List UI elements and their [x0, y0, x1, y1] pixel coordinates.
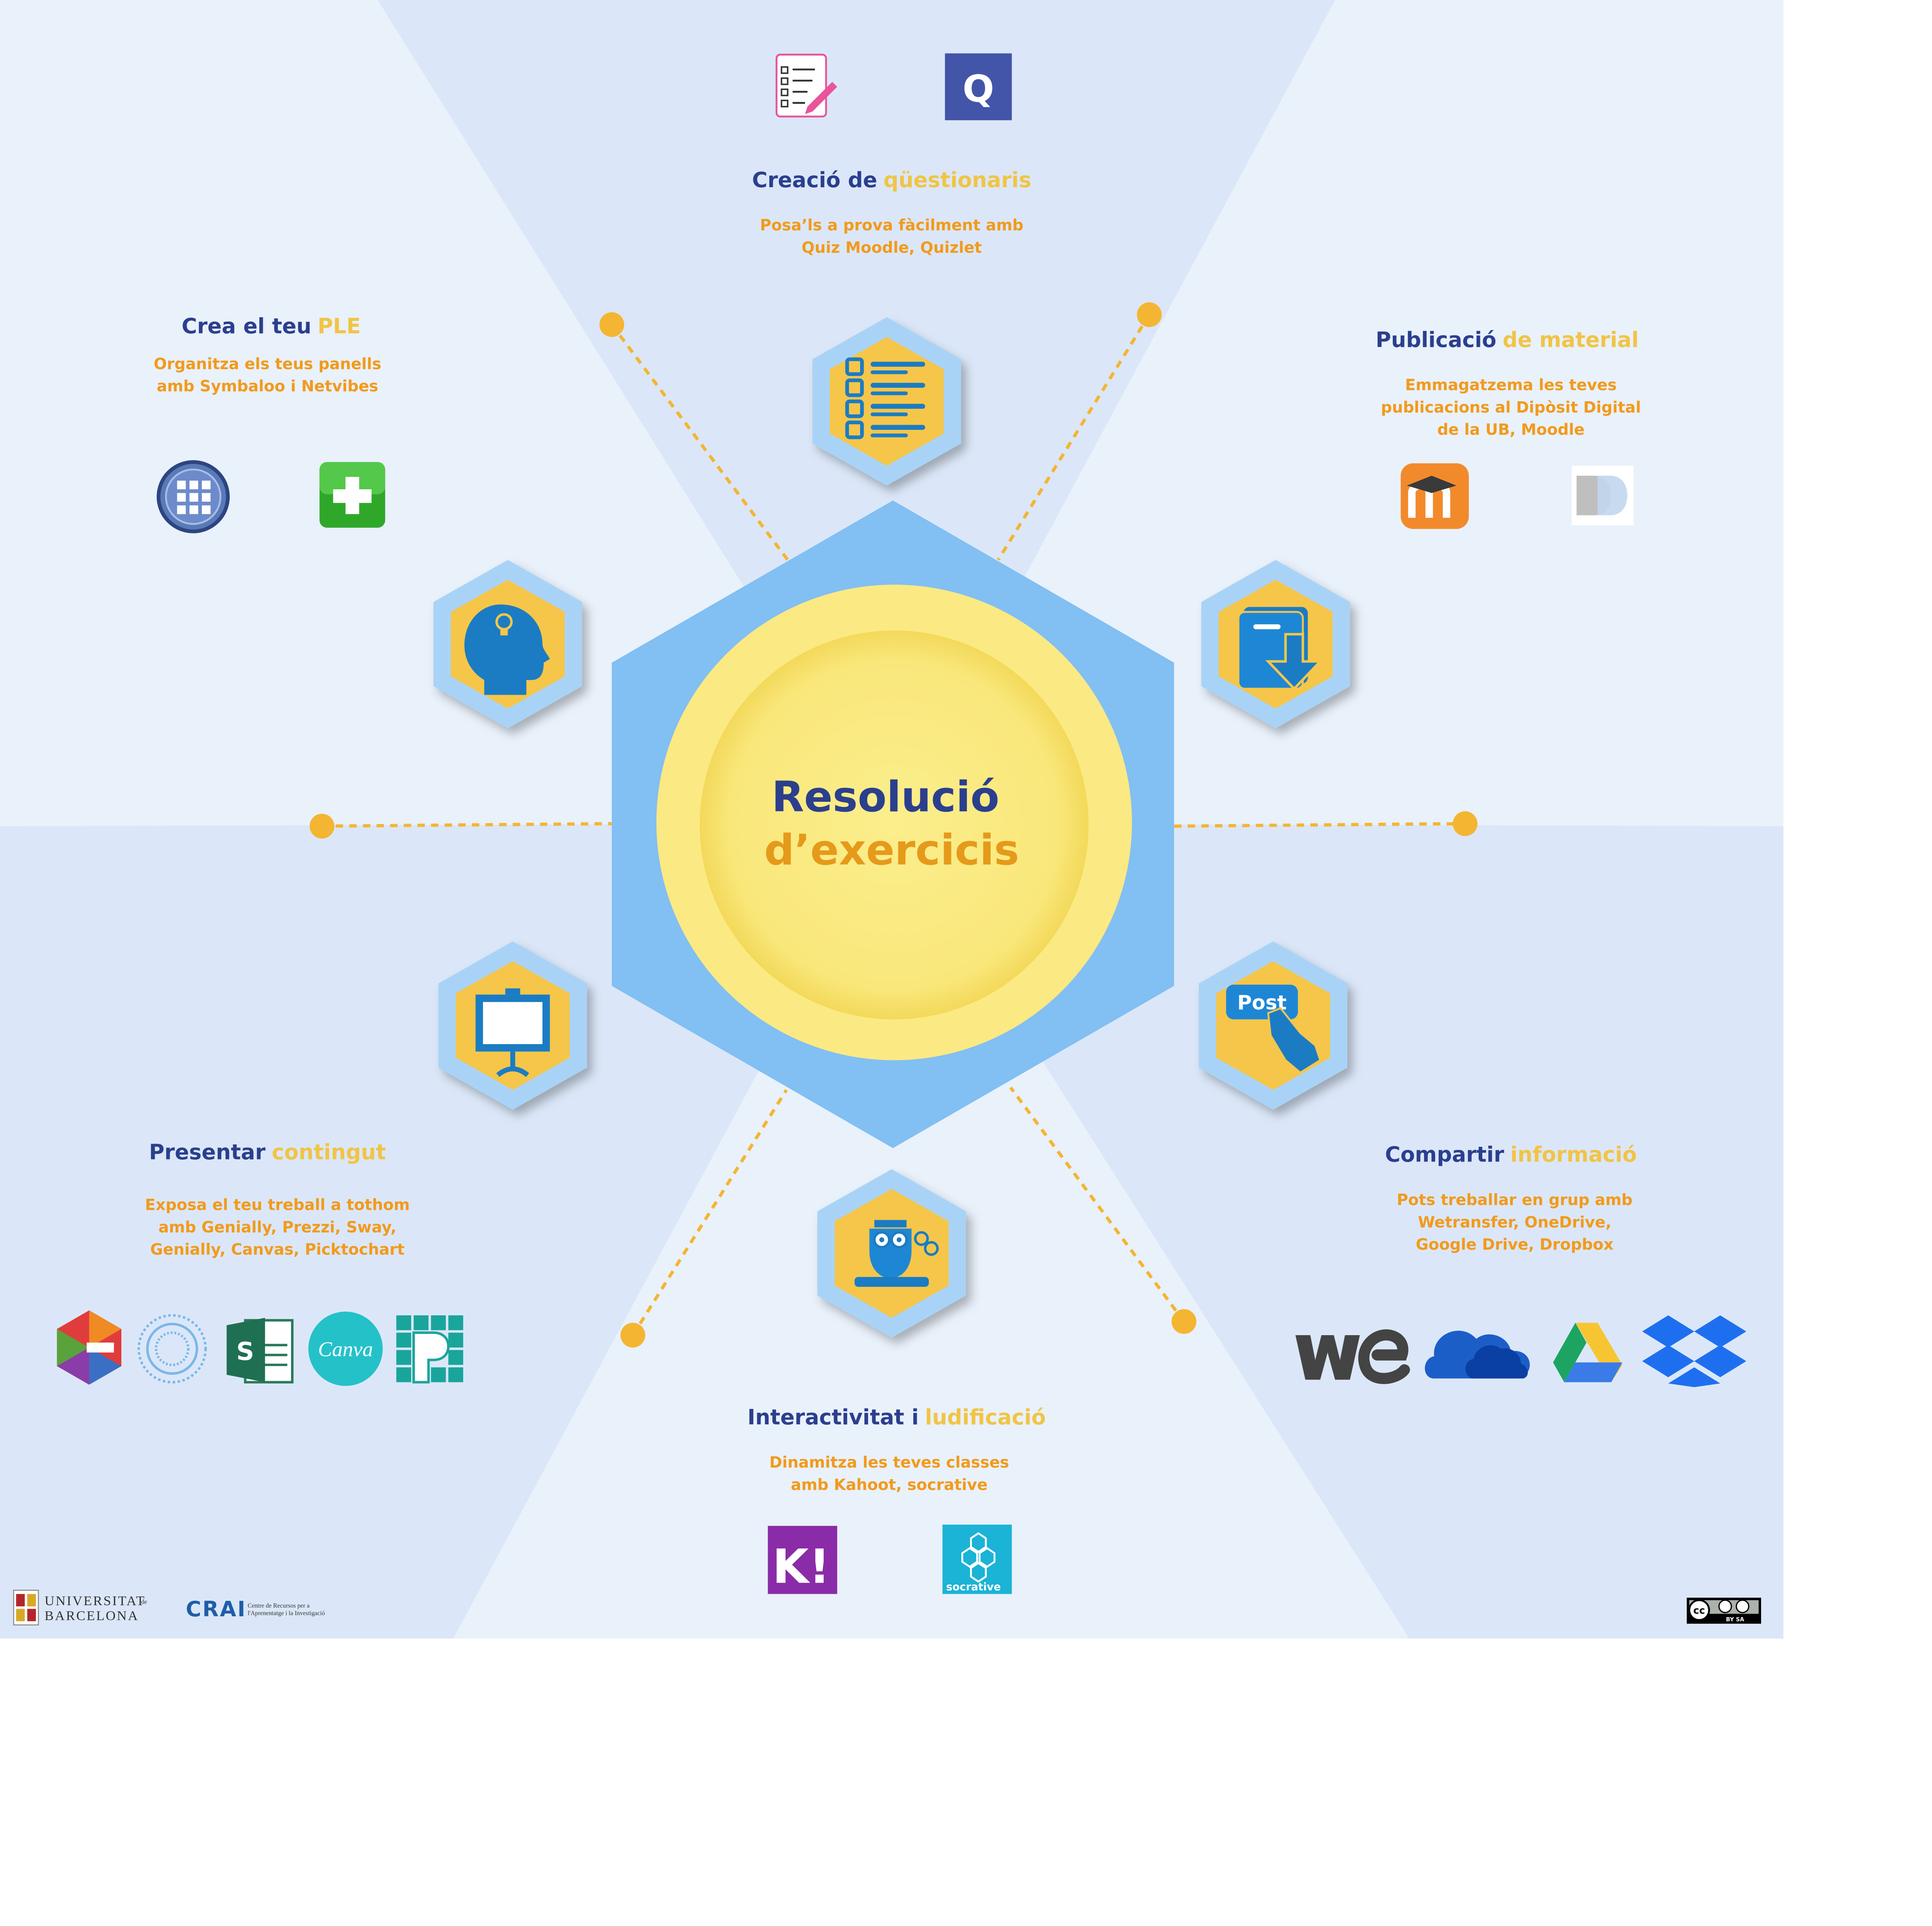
socrative-icon[interactable]: socrative — [942, 1524, 1012, 1594]
ple-desc-2: amb Symbaloo i Netvibes — [157, 378, 378, 395]
ub-logo: Universitat de Barcelona — [13, 1590, 147, 1626]
present-desc-2: amb Genially, Prezzi, Sway, — [159, 1219, 397, 1236]
publish-title-b: de material — [1503, 328, 1639, 352]
quizlet-icon[interactable]: Q — [945, 53, 1012, 121]
bulb-icon — [495, 613, 513, 636]
crai-logo: CRAI Centre de Recursos per a l'Aprenent… — [186, 1597, 325, 1621]
section-ple: Crea el teu PLE Organitza els teus panell… — [154, 314, 381, 395]
post-hand-icon: Post — [1226, 985, 1322, 1074]
svg-text:Canva: Canva — [318, 1338, 373, 1361]
ple-desc-1: Organitza els teus panells — [154, 355, 381, 373]
publish-desc-1: Emmagatzema les teves — [1405, 376, 1617, 394]
present-desc-1: Exposa el teu treball a tothom — [145, 1196, 410, 1214]
head-idea-icon — [464, 604, 550, 695]
interact-title-a: Interactivitat i — [748, 1405, 919, 1430]
svg-text:de: de — [141, 1599, 147, 1606]
svg-text:K!: K! — [772, 1539, 830, 1594]
center-title-line1: Resolució — [772, 772, 999, 822]
svg-text:Q: Q — [962, 67, 994, 111]
crai-line2: l'Aprenentatge i la Investigació — [248, 1610, 325, 1617]
share-desc-3: Google Drive, Dropbox — [1416, 1236, 1614, 1253]
interact-title-b: ludificació — [925, 1405, 1046, 1430]
creative-commons-icon: cc BY SA — [1687, 1598, 1761, 1624]
prezi-icon[interactable] — [137, 1314, 207, 1384]
book-download-icon — [1237, 607, 1323, 691]
interact-desc-2: amb Kahoot, socrative — [791, 1476, 987, 1494]
quiz-title-b: qüestionaris — [884, 168, 1031, 192]
svg-text:BY SA: BY SA — [1726, 1616, 1744, 1623]
symbaloo-icon[interactable] — [157, 460, 230, 533]
genially-icon[interactable] — [57, 1310, 122, 1385]
quiz-desc-1: Posa’ls a prova fàcilment amb — [760, 217, 1023, 234]
owl-icon — [854, 1220, 939, 1287]
google-drive-icon[interactable] — [1553, 1322, 1623, 1382]
crai-title: CRAI — [186, 1597, 246, 1621]
quiz-form-icon[interactable] — [775, 54, 838, 118]
moodle-icon[interactable] — [1401, 463, 1469, 529]
connector-lines — [322, 314, 1465, 1336]
share-title-a: Compartir — [1385, 1142, 1505, 1167]
ple-title-b: PLE — [318, 314, 361, 338]
share-desc-2: Wetransfer, OneDrive, — [1418, 1213, 1612, 1231]
checklist-icon — [845, 357, 925, 439]
svg-text:S: S — [236, 1337, 254, 1366]
wetransfer-icon[interactable] — [1295, 1329, 1410, 1384]
connector-dots — [309, 302, 1478, 1348]
interact-desc-1: Dinamitza les teves classes — [769, 1454, 1009, 1472]
quiz-title-a: Creació de — [752, 168, 878, 192]
present-desc-3: Genially, Canvas, Picktochart — [150, 1241, 404, 1259]
section-publish: Publicació de material Emmagatzema les te… — [1376, 328, 1641, 439]
quiz-desc-2: Quiz Moodle, Quizlet — [801, 239, 982, 257]
crai-line1: Centre de Recursos per a — [248, 1602, 310, 1609]
ub-line2: Barcelona — [44, 1608, 139, 1623]
background-wedge-left-bottom — [0, 824, 892, 1639]
ple-title-a: Crea el teu — [182, 314, 311, 338]
ub-line1: Universitat — [44, 1593, 146, 1608]
publish-desc-2: publicacions al Dipòsit Digital — [1381, 399, 1641, 416]
share-desc-1: Pots treballar en grup amb — [1397, 1191, 1633, 1209]
diposit-digital-icon[interactable] — [1572, 466, 1634, 525]
svg-text:cc: cc — [1693, 1605, 1705, 1616]
canva-icon[interactable]: Canva — [308, 1311, 383, 1386]
share-title-b: informació — [1510, 1142, 1637, 1167]
sway-icon[interactable]: S — [226, 1318, 294, 1384]
onedrive-icon[interactable] — [1425, 1330, 1530, 1379]
presentation-board-icon — [475, 988, 550, 1077]
piktochart-icon[interactable] — [396, 1315, 464, 1384]
center-title-line2: d’exercicis — [764, 826, 1019, 875]
publish-title-a: Publicació — [1376, 328, 1496, 352]
present-title-a: Presentar — [149, 1140, 266, 1165]
center-inner-circle — [700, 630, 1089, 1020]
publish-desc-3: de la UB, Moodle — [1438, 421, 1585, 439]
background-wedge-right-bottom — [891, 824, 1784, 1639]
svg-text:socrative: socrative — [946, 1581, 1001, 1593]
present-title-b: contingut — [272, 1140, 386, 1165]
kahoot-icon[interactable]: K! — [768, 1525, 838, 1594]
netvibes-icon[interactable] — [319, 462, 385, 528]
